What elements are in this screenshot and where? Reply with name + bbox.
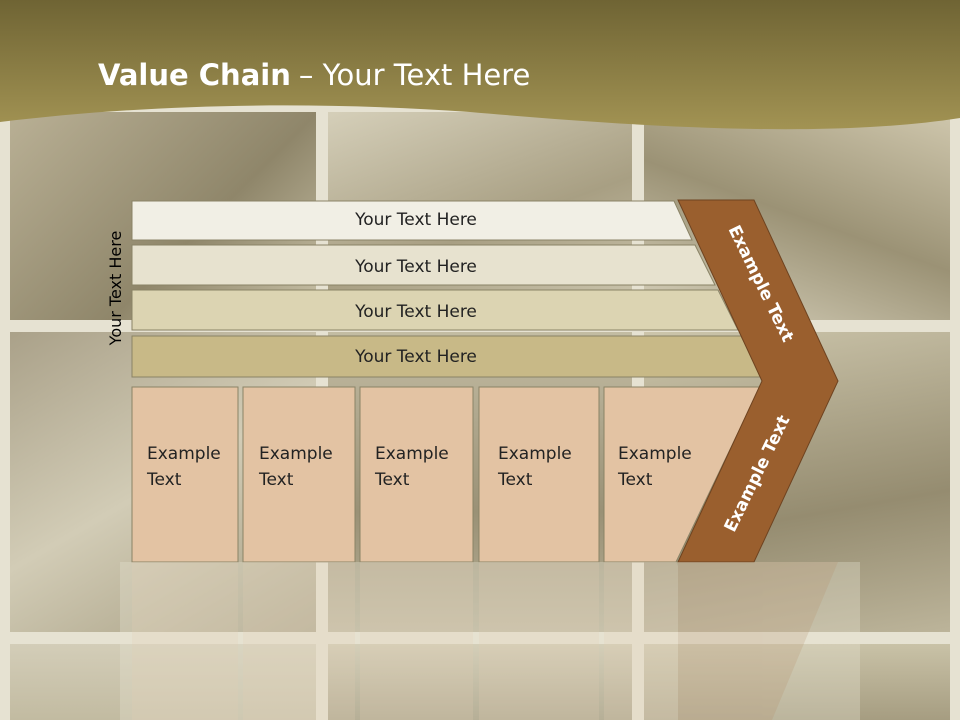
row-1-shape bbox=[131, 200, 693, 241]
box-5-label: Example bbox=[618, 444, 692, 464]
box-2-label-2: Text bbox=[258, 470, 294, 490]
box-2-label: Example bbox=[259, 444, 333, 464]
box-4-label-2: Text bbox=[497, 470, 533, 490]
photo-tile bbox=[328, 644, 632, 720]
box-3-label-2: Text bbox=[374, 470, 410, 490]
box-3-label: Example bbox=[375, 444, 449, 464]
box-3 bbox=[359, 386, 474, 563]
reflection-box bbox=[604, 562, 752, 720]
row-4-label: Your Text Here bbox=[354, 347, 477, 367]
reflection-box bbox=[479, 562, 599, 720]
box-1-label: Example bbox=[147, 444, 221, 464]
row-2-label: Your Text Here bbox=[354, 257, 477, 277]
reflection-fade bbox=[120, 562, 860, 720]
reflection-chevron bbox=[678, 562, 838, 720]
row-2-shape bbox=[131, 244, 716, 286]
box-1-label-2: Text bbox=[146, 470, 182, 490]
diagram-reflection bbox=[132, 562, 838, 720]
box-5-label-2: Text bbox=[617, 470, 653, 490]
chevron-shape bbox=[677, 199, 839, 563]
side-label: Your Text Here bbox=[106, 231, 125, 347]
title-bold: Value Chain bbox=[98, 58, 291, 92]
photo-tile bbox=[644, 644, 950, 720]
reflection-box bbox=[360, 562, 473, 720]
row-3-label: Your Text Here bbox=[354, 302, 477, 322]
photo-tile bbox=[10, 644, 316, 720]
title-banner bbox=[0, 0, 960, 130]
box-4 bbox=[478, 386, 600, 563]
box-row: Example Text Example Text Example Text E… bbox=[131, 386, 761, 563]
reflection-box bbox=[243, 562, 355, 720]
box-2 bbox=[242, 386, 356, 563]
box-5 bbox=[603, 386, 761, 563]
reflection-box bbox=[132, 562, 238, 720]
box-1 bbox=[131, 386, 239, 563]
title-rest: – Your Text Here bbox=[299, 58, 531, 92]
slide-title: Value Chain– Your Text Here bbox=[98, 58, 530, 92]
row-1-label: Your Text Here bbox=[354, 210, 477, 230]
box-4-label: Example bbox=[498, 444, 572, 464]
row-stack: Your Text Here Your Text Here Your Text … bbox=[131, 200, 763, 378]
